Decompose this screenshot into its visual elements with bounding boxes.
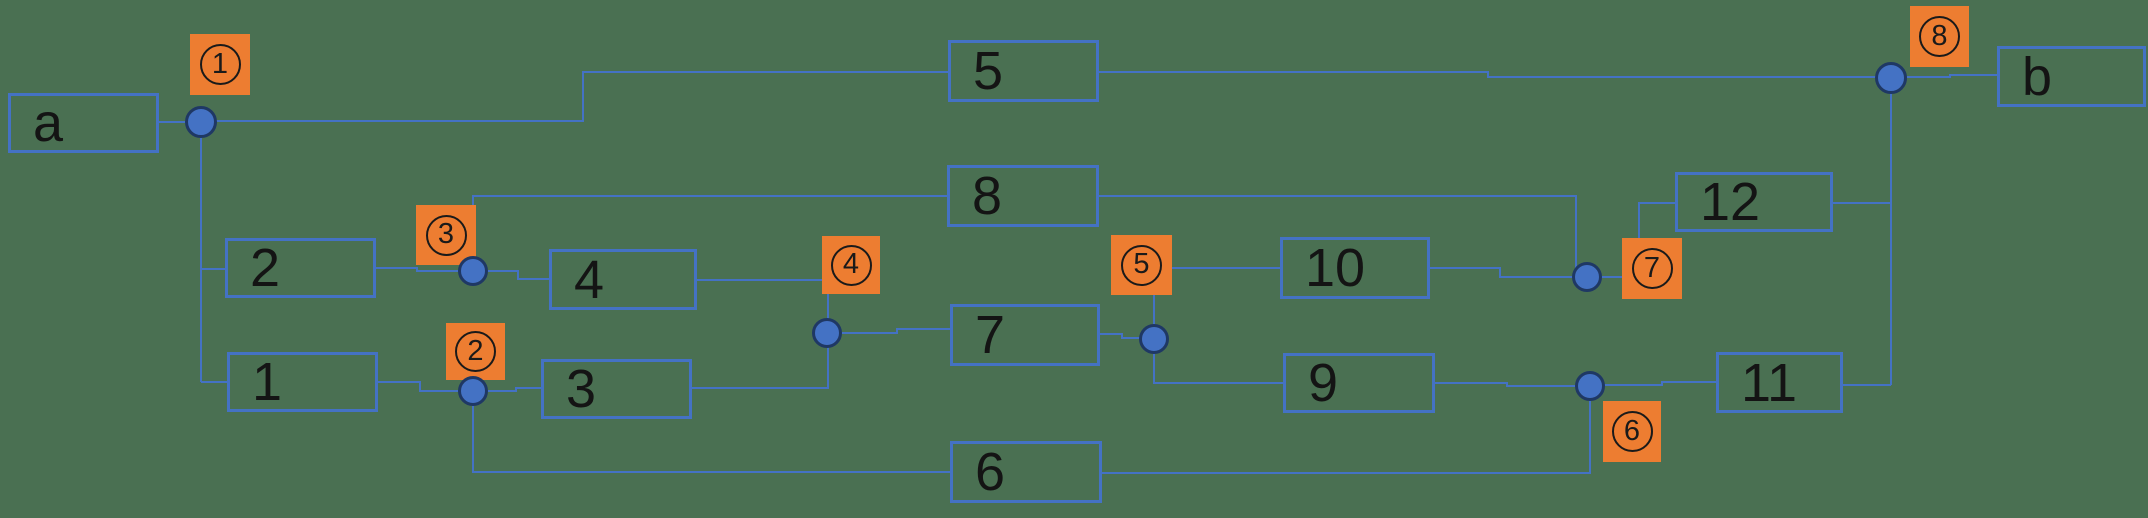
wire-node8-to-b	[1906, 74, 1997, 78]
wire-box3-to-node4	[692, 347, 829, 389]
wire-node7-to-box12	[1601, 202, 1675, 278]
wire-box2-to-node3	[376, 267, 459, 272]
wire-node4-to-box7	[841, 328, 950, 334]
wire-node6-to-box6	[1102, 400, 1591, 474]
wire-box5-to-node8	[1099, 71, 1876, 78]
wire-node3-to-box8	[472, 195, 947, 257]
wire-box8-to-node7	[1099, 195, 1577, 268]
wire-node5-to-box10	[1153, 267, 1280, 325]
wire-node6-to-box11	[1604, 381, 1716, 386]
wire-node5-to-box9	[1153, 353, 1283, 384]
wire-box7-to-node5	[1100, 333, 1140, 339]
wire-node3-to-box4	[487, 270, 549, 280]
wire-box9-to-node6	[1435, 382, 1576, 387]
wire-box1-to-node2	[378, 381, 459, 392]
wire-box10-to-node7	[1430, 267, 1573, 278]
wire-node2-to-box3	[487, 387, 541, 392]
wire-node1-to-box5	[216, 71, 948, 122]
wire-node2-to-box6	[472, 405, 950, 473]
wire-box4-to-node4	[697, 279, 829, 320]
